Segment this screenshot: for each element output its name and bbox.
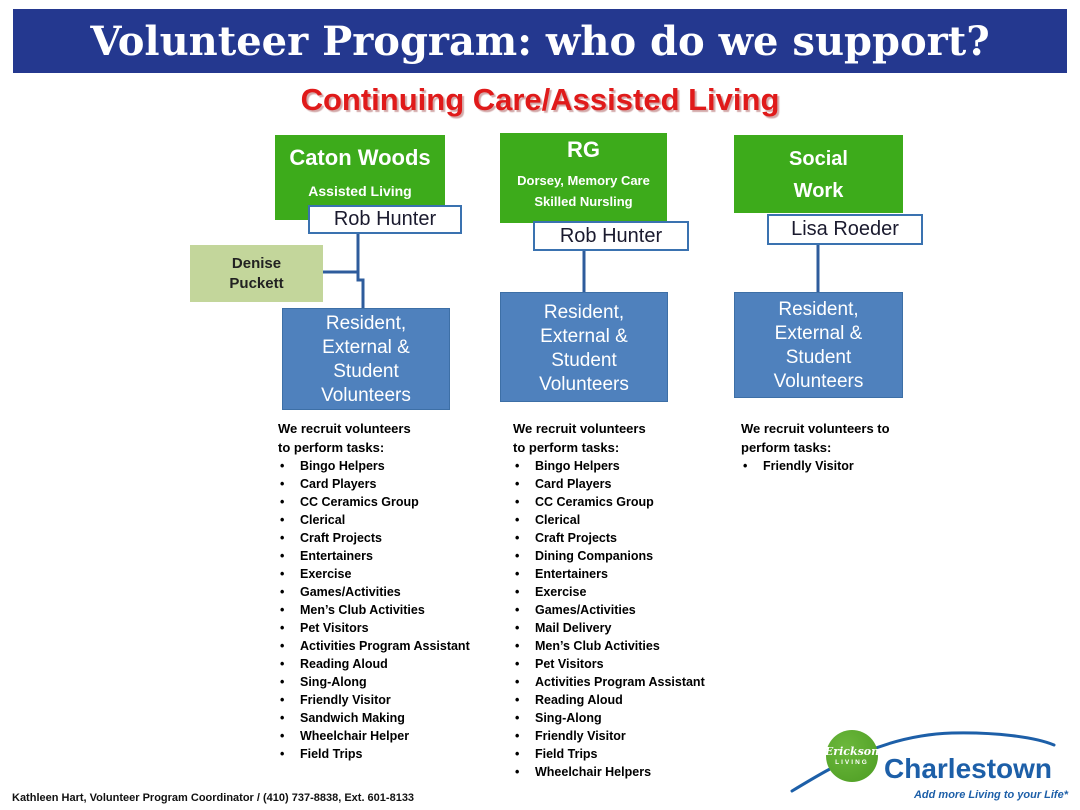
dept-subtitle: Dorsey, Memory Care Skilled Nursling	[500, 170, 667, 212]
manager-box-rg: Rob Hunter	[533, 221, 689, 251]
task-items: Bingo HelpersCard PlayersCC Ceramics Gro…	[278, 457, 493, 763]
dept-title-line: Work	[793, 180, 844, 202]
task-items: Friendly Visitor	[741, 457, 966, 475]
volunteers-line: Student	[333, 361, 399, 382]
task-item: Men’s Club Activities	[513, 637, 728, 655]
task-item: Activities Program Assistant	[278, 637, 493, 655]
task-item: Exercise	[513, 583, 728, 601]
task-item: Entertainers	[278, 547, 493, 565]
volunteers-box-1: Resident, External & Student Volunteers	[282, 308, 450, 410]
task-item: Reading Aloud	[278, 655, 493, 673]
dept-title: RG	[567, 137, 600, 162]
living-label: LIVING	[835, 759, 869, 766]
task-item: Wheelchair Helpers	[513, 763, 728, 781]
task-item: Pet Visitors	[278, 619, 493, 637]
slide-title: Volunteer Program: who do we support?	[90, 17, 990, 65]
dept-subtitle-line: Skilled Nursling	[534, 194, 633, 209]
volunteers-box-2: Resident, External & Student Volunteers	[500, 292, 668, 402]
task-item: Card Players	[513, 475, 728, 493]
volunteers-line: Volunteers	[539, 374, 629, 395]
task-item: Friendly Visitor	[513, 727, 728, 745]
task-item: Entertainers	[513, 565, 728, 583]
task-list-intro: We recruit volunteers to perform tasks:	[278, 420, 493, 457]
dept-title: Caton Woods	[289, 145, 431, 170]
volunteers-line: Resident,	[325, 313, 407, 334]
task-item: Activities Program Assistant	[513, 673, 728, 691]
volunteers-line: External &	[322, 337, 410, 358]
charlestown-logo: Erickson LIVING Charlestown Add more Liv…	[780, 725, 1072, 805]
task-item: Wheelchair Helper	[278, 727, 493, 745]
task-item: Friendly Visitor	[278, 691, 493, 709]
task-item: Clerical	[278, 511, 493, 529]
task-intro-line: We recruit volunteers	[513, 421, 646, 436]
erickson-label: Erickson	[824, 745, 880, 758]
charlestown-wordmark: Charlestown	[884, 753, 1053, 784]
task-intro-line: to perform tasks:	[278, 439, 385, 455]
assistant-name-line: Denise	[231, 254, 282, 272]
dept-subtitle-line: Dorsey, Memory Care	[517, 173, 650, 188]
volunteers-line: Volunteers	[321, 385, 411, 406]
task-item: Sandwich Making	[278, 709, 493, 727]
task-intro-line: to perform tasks:	[513, 439, 620, 455]
task-item: Mail Delivery	[513, 619, 728, 637]
task-item: Card Players	[278, 475, 493, 493]
task-item: Reading Aloud	[513, 691, 728, 709]
task-intro-line: perform tasks:	[741, 439, 832, 455]
volunteers-box-3: Resident, External & Student Volunteers	[734, 292, 903, 398]
task-intro-line: We recruit volunteers to	[741, 421, 890, 436]
volunteers-line: Resident,	[543, 302, 625, 323]
erickson-living-icon: Erickson LIVING	[824, 730, 880, 782]
task-list-intro: We recruit volunteers to perform tasks:	[513, 420, 728, 457]
volunteers-line: Volunteers	[773, 371, 864, 392]
task-item: CC Ceramics Group	[513, 493, 728, 511]
connector-line-col1	[356, 234, 365, 309]
dept-title-line: Social	[789, 148, 848, 170]
task-item: Games/Activities	[513, 601, 728, 619]
task-item: CC Ceramics Group	[278, 493, 493, 511]
task-item: Men’s Club Activities	[278, 601, 493, 619]
task-item: Friendly Visitor	[741, 457, 966, 475]
manager-box-social-work: Lisa Roeder	[767, 214, 923, 245]
task-item: Dining Companions	[513, 547, 728, 565]
dept-box-social-work: Social Work	[734, 135, 903, 213]
volunteers-line: Student	[551, 350, 617, 371]
dept-title: Social Work	[734, 143, 903, 207]
volunteers-line: Resident,	[778, 299, 859, 320]
task-item: Craft Projects	[513, 529, 728, 547]
slide-title-banner: Volunteer Program: who do we support?	[13, 9, 1067, 73]
assistant-box-denise-puckett: Denise Puckett	[190, 245, 323, 302]
task-item: Exercise	[278, 565, 493, 583]
task-item: Clerical	[513, 511, 728, 529]
task-item: Field Trips	[513, 745, 728, 763]
task-list-2: We recruit volunteers to perform tasks: …	[513, 420, 728, 781]
volunteers-line: Student	[785, 347, 852, 368]
task-items: Bingo HelpersCard PlayersCC Ceramics Gro…	[513, 457, 728, 781]
task-item: Craft Projects	[278, 529, 493, 547]
task-item: Bingo Helpers	[513, 457, 728, 475]
assistant-name-line: Puckett	[229, 274, 284, 292]
task-item: Sing-Along	[278, 673, 493, 691]
task-item: Field Trips	[278, 745, 493, 763]
logo-tagline: Add more Living to your Life*	[913, 789, 1068, 801]
manager-box-caton-woods: Rob Hunter	[308, 205, 462, 234]
task-item: Bingo Helpers	[278, 457, 493, 475]
slide-subtitle: Continuing Care/Assisted Living	[300, 82, 780, 117]
task-list-3: We recruit volunteers to perform tasks: …	[741, 420, 966, 475]
task-list-1: We recruit volunteers to perform tasks: …	[278, 420, 493, 763]
task-item: Pet Visitors	[513, 655, 728, 673]
task-list-intro: We recruit volunteers to perform tasks:	[741, 420, 966, 457]
volunteers-line: External &	[774, 323, 863, 344]
task-item: Games/Activities	[278, 583, 493, 601]
task-item: Sing-Along	[513, 709, 728, 727]
dept-subtitle: Assisted Living	[308, 183, 412, 199]
volunteers-line: External &	[540, 326, 628, 347]
footer-contact: Kathleen Hart, Volunteer Program Coordin…	[12, 792, 415, 804]
dept-box-rg: RG Dorsey, Memory Care Skilled Nursling	[500, 133, 667, 223]
task-intro-line: We recruit volunteers	[278, 421, 411, 436]
